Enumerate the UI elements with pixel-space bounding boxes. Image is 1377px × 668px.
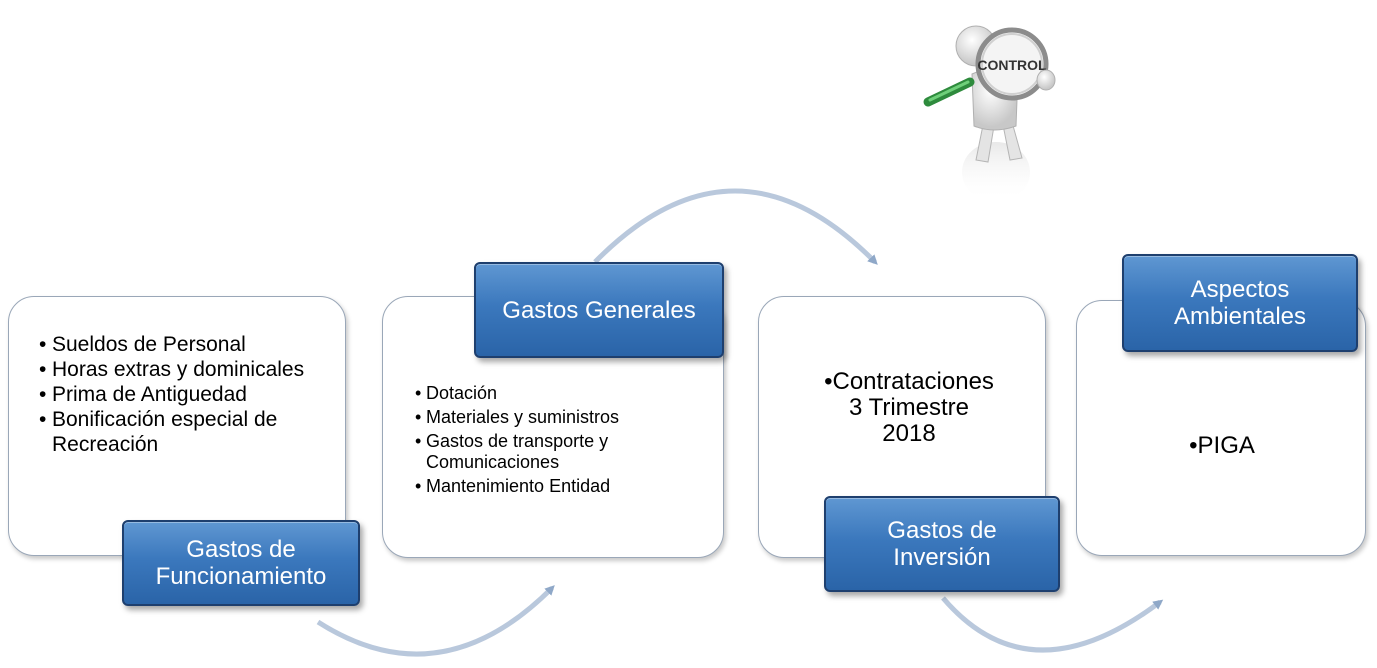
control-label: CONTROL — [977, 57, 1047, 73]
list-item: •Horas extras y dominicales — [39, 358, 305, 381]
magnifier-figure-icon: CONTROL — [923, 25, 1056, 202]
header-aspectos-ambientales: Aspectos Ambientales — [1122, 254, 1358, 352]
funcionamiento-list: •Sueldos de Personal •Horas extras y dom… — [39, 332, 329, 457]
arrow-inversion-to-ambientales — [941, 596, 1164, 653]
list-item: •Materiales y suministros — [415, 407, 620, 427]
arrow-generales-to-inversion — [593, 188, 878, 265]
header-gastos-generales: Gastos Generales — [474, 262, 724, 358]
list-item: •Dotación — [415, 383, 498, 403]
arrow-funcionamiento-to-generales — [316, 585, 555, 657]
header-gastos-funcionamiento: Gastos de Funcionamiento — [122, 520, 360, 606]
list-item: •Prima de Antiguedad — [39, 383, 247, 406]
card-gastos-funcionamiento: •Sueldos de Personal •Horas extras y dom… — [8, 296, 346, 556]
list-item: •Mantenimiento Entidad — [415, 476, 611, 496]
ambientales-text: •PIGA — [1189, 432, 1255, 459]
list-item: •Gastos de transporte y Comunicaciones — [415, 431, 609, 472]
inversion-text: •Contrataciones 3 Trimestre 2018 — [824, 368, 994, 447]
list-item: •Sueldos de Personal — [39, 333, 246, 356]
list-item: •Bonificación especial de Recreación — [39, 408, 278, 456]
generales-list: •Dotación •Materiales y suministros •Gas… — [415, 383, 715, 500]
header-gastos-inversion: Gastos de Inversión — [824, 496, 1060, 592]
